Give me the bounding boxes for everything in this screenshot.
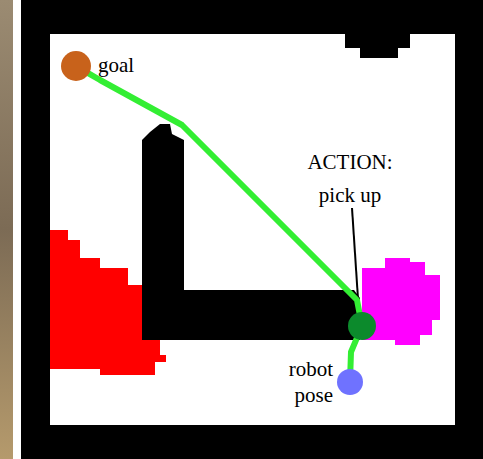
free-space xyxy=(50,34,455,425)
photo-strip xyxy=(0,0,13,459)
obstacle xyxy=(345,34,410,58)
map-border xyxy=(21,0,483,459)
robot-pose-marker: robot pose xyxy=(337,369,363,395)
marker-label: goal xyxy=(98,52,134,78)
goal-marker: goal xyxy=(61,51,91,81)
planned-path xyxy=(89,74,359,313)
planned-path xyxy=(350,339,356,369)
marker-label: robot pose xyxy=(261,356,333,408)
marker-label: ACTION: pick up xyxy=(296,146,404,212)
action-marker: ACTION: pick up xyxy=(348,312,376,340)
